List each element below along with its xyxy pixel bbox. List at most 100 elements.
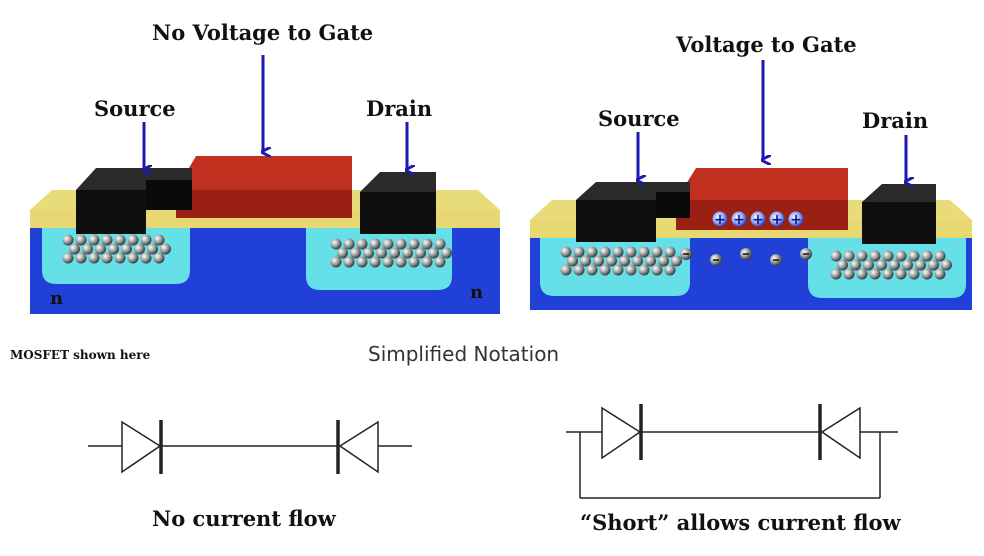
electron [882, 268, 894, 280]
electron [599, 264, 611, 276]
electron [895, 268, 907, 280]
electron [402, 247, 413, 259]
electron [671, 255, 682, 267]
plus-sign: + [771, 212, 783, 228]
electron [434, 238, 446, 250]
electron [645, 255, 656, 267]
right-source-label: Source [598, 106, 680, 131]
right-drain-electrons [830, 250, 952, 280]
electron [428, 247, 439, 259]
electron [573, 264, 585, 276]
left-notation-circuit [88, 420, 412, 474]
electron [863, 259, 874, 271]
electron [586, 246, 598, 258]
electron [941, 259, 952, 271]
electron [586, 264, 598, 276]
electron [127, 252, 139, 264]
electron [350, 247, 361, 259]
electron [869, 250, 881, 262]
electron [153, 234, 165, 246]
electron [337, 247, 348, 259]
electron [88, 234, 100, 246]
electron [147, 243, 158, 255]
electron [619, 255, 630, 267]
right-notation-circuit [566, 404, 898, 499]
electron [108, 243, 119, 255]
electron [638, 264, 650, 276]
electron [101, 252, 113, 264]
electron [606, 255, 617, 267]
left-gate-front [176, 190, 352, 218]
electron [573, 246, 585, 258]
electron [382, 238, 394, 250]
plus-sign: + [752, 212, 764, 228]
electron [369, 256, 381, 268]
right-gate-positive-charges: + + + + + [712, 211, 804, 228]
right-title: Voltage to Gate [676, 32, 857, 57]
electron [664, 264, 676, 276]
electron [101, 234, 113, 246]
electron [560, 264, 572, 276]
electron [921, 250, 933, 262]
right-diode-reverse [820, 406, 861, 460]
electron [664, 246, 676, 258]
right-source-contact [576, 200, 656, 242]
electron [395, 238, 407, 250]
left-drain-contact [360, 192, 436, 234]
electron [580, 255, 591, 267]
electron [408, 256, 420, 268]
electron [638, 246, 650, 258]
electron [95, 243, 106, 255]
right-mosfet: + + + + + [530, 60, 972, 310]
electron [843, 268, 855, 280]
plus-sign: + [790, 212, 802, 228]
electron [830, 268, 842, 280]
electron [625, 264, 637, 276]
electron [330, 238, 342, 250]
electron [82, 243, 93, 255]
no-current-caption: No current flow [152, 506, 336, 531]
electron [441, 247, 452, 259]
left-gate-top [176, 156, 352, 190]
electron [928, 259, 939, 271]
electron [88, 252, 100, 264]
electron [330, 256, 342, 268]
electron [69, 243, 80, 255]
electron [434, 256, 446, 268]
positive-charge [712, 211, 728, 227]
electron [850, 259, 861, 271]
electron [876, 259, 887, 271]
right-diode-forward [601, 406, 642, 460]
electron [75, 234, 87, 246]
positive-charge [731, 211, 747, 227]
electron [593, 255, 604, 267]
electron [356, 256, 368, 268]
left-substrate-n-right: n [470, 282, 484, 303]
electron [75, 252, 87, 264]
left-mosfet [30, 55, 500, 314]
electron [369, 238, 381, 250]
electron [921, 268, 933, 280]
electron [140, 252, 152, 264]
electron [843, 250, 855, 262]
electron [421, 238, 433, 250]
electron [632, 255, 643, 267]
electron [363, 247, 374, 259]
left-diode-forward [121, 420, 162, 474]
plus-sign: + [733, 212, 745, 228]
plus-sign: + [714, 212, 726, 228]
electron [343, 256, 355, 268]
electron [651, 264, 663, 276]
electron [908, 250, 920, 262]
electron [389, 247, 400, 259]
electron [612, 264, 624, 276]
electron [62, 252, 74, 264]
electron [343, 238, 355, 250]
electron [421, 256, 433, 268]
electron [567, 255, 578, 267]
electron [415, 247, 426, 259]
right-drain-contact-top [862, 184, 936, 202]
left-source-label: Source [94, 96, 176, 121]
right-channel-electrons [680, 248, 812, 266]
